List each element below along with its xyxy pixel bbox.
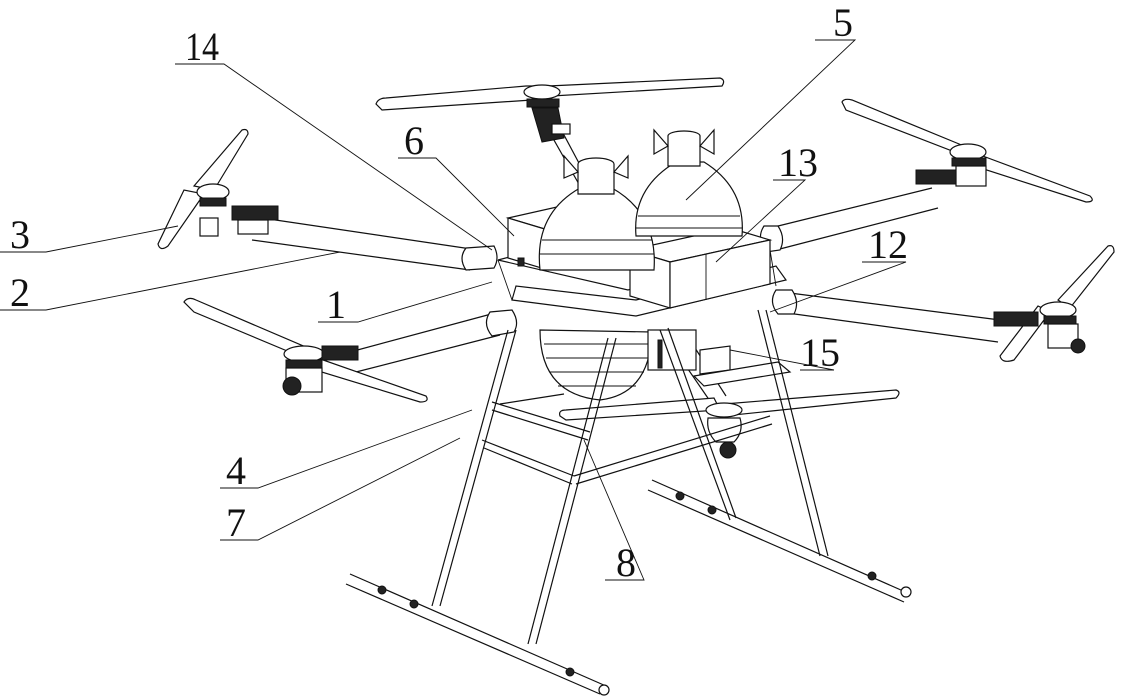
rotor-front xyxy=(559,389,900,459)
hopper-right xyxy=(635,128,743,237)
rotor-right-lower xyxy=(993,245,1115,362)
callout-label-13: 13 xyxy=(778,140,818,185)
landing-gear xyxy=(431,309,829,645)
callout-label-14: 14 xyxy=(185,26,219,70)
landing-skid-right xyxy=(647,479,912,603)
arm-left-upper xyxy=(251,217,498,271)
callout-labels: 14 5 6 13 3 12 2 1 15 4 7 8 xyxy=(10,0,908,585)
rotor-left-lower xyxy=(183,297,428,403)
callout-label-8: 8 xyxy=(616,540,636,585)
callout-label-12: 12 xyxy=(868,222,908,267)
callout-label-7: 7 xyxy=(226,500,246,545)
callout-leaders xyxy=(0,39,907,581)
callout-label-6: 6 xyxy=(404,118,424,163)
callout-label-3: 3 xyxy=(10,212,30,257)
arm-left-lower xyxy=(349,309,518,373)
callout-label-2: 2 xyxy=(10,270,30,315)
battery-box-right xyxy=(627,227,773,309)
callout-label-4: 4 xyxy=(226,448,246,493)
hopper-left xyxy=(538,154,655,271)
arm-right-lower xyxy=(771,289,1001,343)
rotor-top xyxy=(375,77,725,143)
callout-label-5: 5 xyxy=(833,0,853,45)
rotor-right-upper xyxy=(841,98,1093,203)
callout-label-1: 1 xyxy=(326,282,346,327)
rotor-left-upper xyxy=(157,128,279,250)
callout-label-15: 15 xyxy=(800,330,840,375)
arm-right-upper xyxy=(759,187,939,253)
landing-skid-left xyxy=(345,573,610,696)
